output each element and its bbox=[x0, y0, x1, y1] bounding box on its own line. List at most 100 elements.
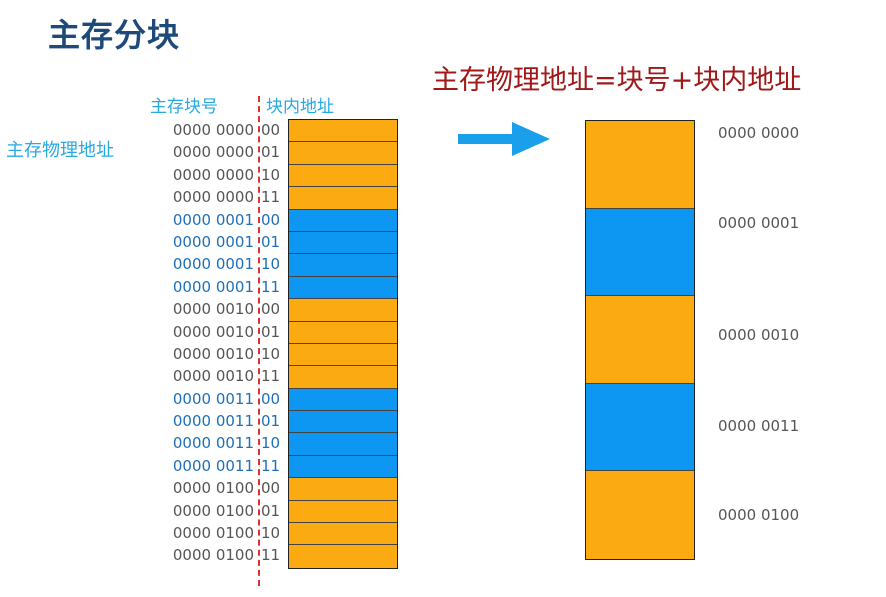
memory-cell bbox=[289, 433, 397, 456]
memory-block bbox=[586, 471, 694, 559]
memory-cell bbox=[289, 142, 397, 165]
address-block-part: 0000 0000 bbox=[172, 143, 254, 162]
address-block-part: 0000 0010 bbox=[172, 344, 254, 363]
address-row: 0000 0100 11 bbox=[160, 544, 290, 566]
page-title: 主存分块 bbox=[48, 16, 181, 54]
address-inner-part: 10 bbox=[261, 524, 281, 543]
address-inner-part: 00 bbox=[261, 210, 281, 229]
address-inner-part: 01 bbox=[261, 322, 281, 341]
memory-cell bbox=[289, 523, 397, 546]
address-formula: 主存物理地址=块号+块内地址 bbox=[432, 65, 802, 96]
address-row: 0000 0011 10 bbox=[160, 432, 290, 454]
address-block-part: 0000 0010 bbox=[172, 300, 254, 319]
memory-cell bbox=[289, 276, 397, 300]
address-inner-part: 00 bbox=[261, 121, 281, 139]
address-row: 0000 0001 10 bbox=[160, 253, 290, 275]
arrow-right-icon bbox=[458, 122, 550, 156]
address-inner-part: 11 bbox=[261, 546, 281, 565]
address-block-part: 0000 0011 bbox=[172, 412, 254, 431]
memory-cell bbox=[289, 120, 397, 143]
block-label: 0000 0010 bbox=[718, 326, 800, 344]
inner-address-header: 块内地址 bbox=[266, 97, 334, 117]
address-inner-part: 10 bbox=[261, 255, 281, 274]
address-inner-part: 00 bbox=[261, 389, 281, 408]
memory-cell bbox=[289, 478, 397, 501]
memory-cell bbox=[289, 545, 397, 568]
address-block-part: 0000 0000 bbox=[172, 121, 254, 139]
memory-cell bbox=[289, 366, 397, 389]
address-row: 0000 0001 01 bbox=[160, 231, 290, 253]
memory-cell bbox=[289, 231, 397, 255]
memory-block bbox=[586, 121, 694, 209]
address-inner-part: 01 bbox=[261, 412, 281, 431]
address-inner-part: 11 bbox=[261, 277, 281, 296]
address-row: 0000 0100 10 bbox=[160, 522, 290, 544]
address-split-divider bbox=[258, 96, 260, 586]
address-block-part: 0000 0011 bbox=[172, 434, 254, 453]
memory-block bbox=[586, 296, 694, 384]
address-inner-part: 11 bbox=[261, 188, 281, 207]
memory-cell bbox=[289, 209, 397, 232]
memory-cell bbox=[289, 254, 397, 277]
address-inner-part: 00 bbox=[261, 479, 281, 498]
address-inner-part: 01 bbox=[261, 501, 281, 520]
address-inner-part: 01 bbox=[261, 232, 281, 251]
address-row: 0000 0010 10 bbox=[160, 343, 290, 365]
address-row: 0000 0000 00 bbox=[160, 119, 290, 141]
address-row: 0000 0011 00 bbox=[160, 388, 290, 410]
block-number-header: 主存块号 bbox=[150, 97, 218, 117]
address-row: 0000 0011 01 bbox=[160, 410, 290, 432]
address-block-part: 0000 0001 bbox=[172, 210, 254, 229]
memory-cell bbox=[289, 343, 397, 367]
physical-address-label: 主存物理地址 bbox=[6, 140, 114, 161]
memory-block bbox=[586, 383, 694, 472]
address-row: 0000 0010 11 bbox=[160, 365, 290, 387]
memory-cell bbox=[289, 164, 397, 188]
address-inner-part: 10 bbox=[261, 434, 281, 453]
address-block-part: 0000 0001 bbox=[172, 255, 254, 274]
address-block-part: 0000 0100 bbox=[172, 546, 254, 565]
memory-cells-column bbox=[288, 119, 398, 569]
address-inner-part: 10 bbox=[261, 165, 281, 184]
address-row: 0000 0100 00 bbox=[160, 477, 290, 499]
address-block-part: 0000 0100 bbox=[172, 479, 254, 498]
block-label: 0000 0000 bbox=[718, 124, 800, 142]
address-block-part: 0000 0010 bbox=[172, 367, 254, 386]
address-block-part: 0000 0000 bbox=[172, 188, 254, 207]
memory-block bbox=[586, 208, 694, 297]
memory-cell bbox=[289, 455, 397, 479]
arrow-shaft bbox=[458, 134, 516, 144]
memory-cell bbox=[289, 500, 397, 524]
block-label: 0000 0011 bbox=[718, 417, 800, 435]
address-inner-part: 10 bbox=[261, 344, 281, 363]
address-block-part: 0000 0010 bbox=[172, 322, 254, 341]
address-row: 0000 0000 10 bbox=[160, 164, 290, 186]
address-block-part: 0000 0001 bbox=[172, 232, 254, 251]
address-inner-part: 11 bbox=[261, 367, 281, 386]
address-row: 0000 0001 00 bbox=[160, 209, 290, 231]
address-row: 0000 0000 01 bbox=[160, 141, 290, 163]
address-row: 0000 0100 01 bbox=[160, 500, 290, 522]
address-block-part: 0000 0011 bbox=[172, 389, 254, 408]
memory-cell bbox=[289, 321, 397, 344]
memory-cell bbox=[289, 388, 397, 412]
address-row: 0000 0010 01 bbox=[160, 321, 290, 343]
block-label: 0000 0001 bbox=[718, 214, 800, 232]
address-row: 0000 0010 00 bbox=[160, 298, 290, 320]
address-block-part: 0000 0001 bbox=[172, 277, 254, 296]
address-row: 0000 0001 11 bbox=[160, 276, 290, 298]
address-block-part: 0000 0000 bbox=[172, 165, 254, 184]
memory-cell bbox=[289, 299, 397, 322]
block-label: 0000 0100 bbox=[718, 506, 800, 524]
address-inner-part: 01 bbox=[261, 143, 281, 162]
address-inner-part: 00 bbox=[261, 300, 281, 319]
arrow-head bbox=[512, 122, 550, 156]
address-row: 0000 0000 11 bbox=[160, 186, 290, 208]
address-block-part: 0000 0100 bbox=[172, 501, 254, 520]
address-block-part: 0000 0100 bbox=[172, 524, 254, 543]
memory-cell bbox=[289, 411, 397, 434]
memory-cell bbox=[289, 187, 397, 210]
memory-blocks-column bbox=[585, 120, 695, 560]
